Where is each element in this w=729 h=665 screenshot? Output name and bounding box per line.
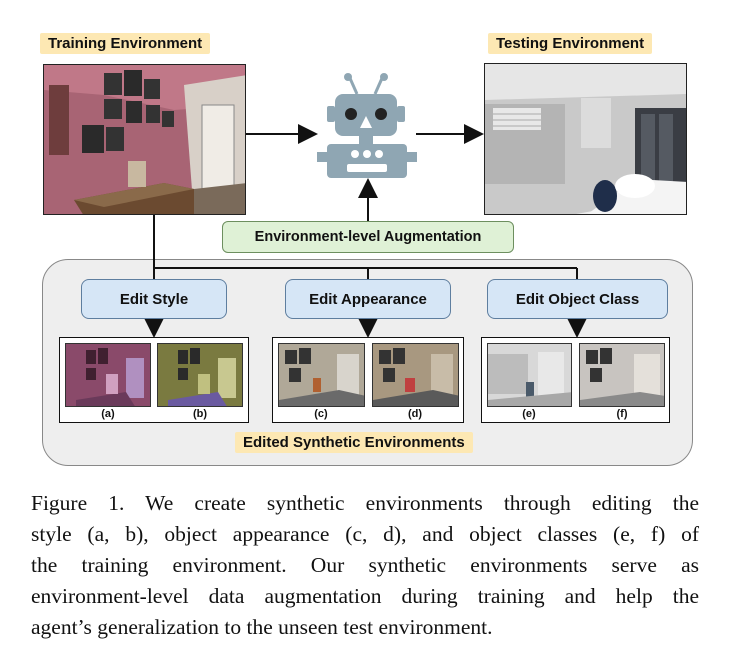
edit-appearance-box: Edit Appearance	[285, 279, 451, 319]
thumb-d	[372, 343, 459, 407]
thumb-b	[157, 343, 243, 407]
edit-style-box: Edit Style	[81, 279, 227, 319]
caption-line: agent’s generalization to the unseen tes…	[31, 615, 493, 639]
edit-object-class-box: Edit Object Class	[487, 279, 668, 319]
thumb-c	[278, 343, 365, 407]
thumb-label-c: (c)	[314, 408, 328, 420]
caption-line: style (a, b), object appearance (c, d), …	[31, 522, 699, 546]
thumb-label-b: (b)	[192, 408, 208, 420]
thumb-label-a: (a)	[101, 408, 115, 420]
figure-caption: Figure 1. We create synthetic environmen…	[31, 488, 699, 643]
thumb-label-f: (f)	[616, 408, 628, 420]
testing-label: Testing Environment	[488, 33, 653, 54]
training-label: Training Environment	[40, 33, 211, 54]
caption-line: Figure 1. We create synthetic environmen…	[31, 491, 699, 515]
thumb-a	[65, 343, 151, 407]
thumb-f	[579, 343, 665, 407]
augmentation-box: Environment-level Augmentation	[222, 221, 514, 253]
thumb-label-d: (d)	[407, 408, 423, 420]
caption-line: the training environment. Our synthetic …	[31, 553, 699, 577]
caption-line: environment-level data augmentation duri…	[31, 584, 699, 608]
object-class-group: (e) (f)	[481, 337, 670, 423]
testing-image	[484, 63, 687, 215]
style-group: (a) (b)	[59, 337, 249, 423]
appearance-group: (c) (d)	[272, 337, 464, 423]
robot-icon	[313, 72, 417, 184]
training-image	[43, 64, 246, 215]
thumb-label-e: (e)	[522, 408, 536, 420]
thumb-e	[487, 343, 572, 407]
edited-label: Edited Synthetic Environments	[235, 432, 473, 453]
